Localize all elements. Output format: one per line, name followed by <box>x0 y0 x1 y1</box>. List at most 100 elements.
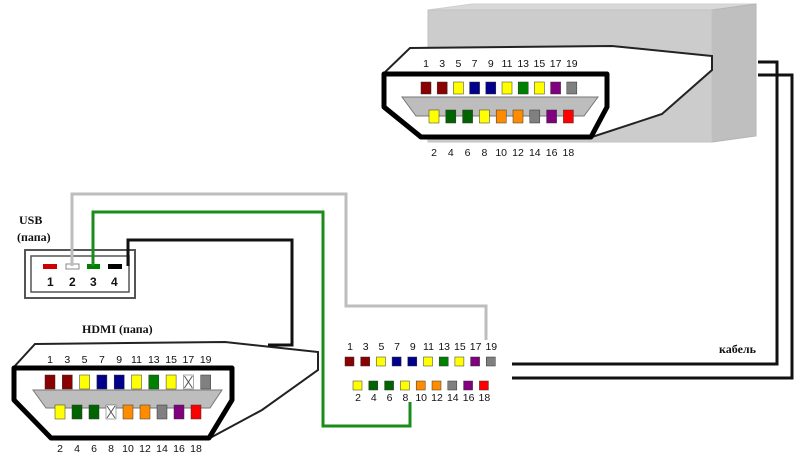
legend-bottom-pin-16 <box>463 380 473 391</box>
legend-bottom-pin-number-10: 10 <box>415 392 427 404</box>
black-wire-usb4-to-shell <box>126 238 294 347</box>
usb-pin-number-3: 3 <box>90 275 97 289</box>
right-hdmi-top-pin-number-19: 19 <box>566 58 578 70</box>
right-hdmi-bottom-pin-16 <box>546 109 557 124</box>
legend-bottom-pin-number-2: 2 <box>355 392 361 404</box>
left-hdmi-top-pin-11 <box>131 374 142 390</box>
wires <box>70 60 794 428</box>
left-hdmi-top-pin-19 <box>200 374 211 390</box>
right-hdmi-bottom-pin-4 <box>445 109 457 124</box>
usb-title: USB <box>19 213 42 227</box>
usb-pin-1 <box>43 264 57 269</box>
left-hdmi-top-pin-15 <box>165 374 177 390</box>
left-hdmi-top-pin-number-7: 7 <box>99 354 105 366</box>
legend-top-pin-5 <box>376 356 386 367</box>
left-hdmi-bottom-pin-number-6: 6 <box>91 443 97 455</box>
legend-top-pin-11 <box>423 356 433 367</box>
green-wire-usb3-to-pin8 <box>91 210 412 428</box>
legend-bottom-pin-8 <box>400 380 410 391</box>
right-hdmi-top-pin-13 <box>517 81 529 95</box>
right-hdmi-bottom-pin-number-2: 2 <box>431 147 437 159</box>
left-hdmi-bottom-pin-number-10: 10 <box>122 443 134 455</box>
legend-bottom-pin-number-6: 6 <box>387 392 393 404</box>
legend-bottom-pin-14 <box>447 380 458 391</box>
legend-top-pin-7 <box>391 356 402 367</box>
legend-bottom-pin-10 <box>415 380 426 391</box>
right-hdmi-bottom-pin-8 <box>479 109 490 124</box>
left-hdmi-bottom-pin-number-2: 2 <box>57 443 63 455</box>
legend-top-pin-number-11: 11 <box>423 341 434 353</box>
right-hdmi-top-pin-11 <box>501 81 513 95</box>
right-hdmi-top-pin-number-5: 5 <box>455 58 461 70</box>
right-hdmi-bottom-pin-number-8: 8 <box>481 147 487 159</box>
right-hdmi-bottom-pin-2 <box>428 109 440 124</box>
left-hdmi-top-pin-number-17: 17 <box>183 354 195 366</box>
right-hdmi-top-pin-17 <box>550 81 561 95</box>
legend-top-pin-13 <box>438 356 449 367</box>
left-hdmi-bottom-pin-16 <box>173 404 185 420</box>
legend-bottom-pin-6 <box>384 380 394 391</box>
legend-top-pin-number-3: 3 <box>363 341 369 353</box>
usb-connector: 1 2 3 4 <box>24 249 136 299</box>
left-hdmi-top-pin-13 <box>148 374 160 390</box>
left-hdmi-top-pin-17-unused-mark-2 <box>183 375 193 389</box>
right-hdmi-bottom-pin-number-18: 18 <box>563 147 575 159</box>
usb-connector-inner <box>30 255 130 293</box>
usb-subtitle: (папа) <box>17 230 51 244</box>
legend-bottom-pin-number-12: 12 <box>431 392 443 404</box>
legend-top-pin-number-5: 5 <box>378 341 384 353</box>
left-hdmi-top-pin-number-5: 5 <box>82 354 88 366</box>
legend-top-pin-number-7: 7 <box>394 341 400 353</box>
right-hdmi-top-pin-number-9: 9 <box>488 58 494 70</box>
left-hdmi-bottom-pin-8-unused-mark-2 <box>106 405 116 419</box>
left-hdmi-bottom-pin-4 <box>71 404 83 420</box>
left-hdmi-top-pin-number-3: 3 <box>64 354 70 366</box>
right-hdmi-bottom-pin-6 <box>462 109 473 124</box>
cable-wire-lower <box>512 73 794 380</box>
legend-top-pin-number-9: 9 <box>410 341 416 353</box>
legend-bottom-pin-18 <box>479 380 489 391</box>
right-hdmi-top-pin-5 <box>453 81 464 95</box>
left-hdmi-top-pin-7 <box>96 374 108 390</box>
left-hdmi-top-pin-number-11: 11 <box>131 354 142 366</box>
right-hdmi-top-pin-number-1: 1 <box>423 58 429 70</box>
cable-wire-upper <box>512 60 779 366</box>
legend-bottom-pin-number-18: 18 <box>479 392 491 404</box>
left-hdmi-bottom-pin-18 <box>190 404 202 420</box>
left-hdmi-top-pin-1 <box>44 374 56 390</box>
left-hdmi-bottom-pin-10 <box>122 404 134 420</box>
legend-top-pin-9 <box>407 356 418 367</box>
right-hdmi-bottom-pin-number-10: 10 <box>495 147 507 159</box>
right-hdmi-top-pin-15 <box>534 81 545 95</box>
legend-top-pin-number-19: 19 <box>485 341 497 353</box>
left-hdmi-bottom-pin-number-8: 8 <box>108 443 114 455</box>
right-hdmi-top-pin-1 <box>420 81 432 95</box>
left-connector-tongue <box>32 389 223 409</box>
legend-bottom-pin-12 <box>431 380 442 391</box>
right-connector-top-face <box>427 3 757 11</box>
right-hdmi-bottom-pin-10 <box>495 109 507 124</box>
right-hdmi-top-pin-number-15: 15 <box>534 58 546 70</box>
legend-bottom-pin-number-16: 16 <box>463 392 475 404</box>
legend-bottom-pin-number-14: 14 <box>447 392 459 404</box>
left-hdmi-top-pin-9 <box>113 374 125 390</box>
left-hdmi-top-pin-3 <box>62 374 73 390</box>
right-connector-side-face <box>711 3 757 143</box>
legend-top-pin-15 <box>454 356 465 367</box>
left-hdmi-bottom-pin-number-4: 4 <box>74 443 80 455</box>
legend-top-pin-number-17: 17 <box>470 341 482 353</box>
left-hdmi-top-pin-number-19: 19 <box>200 354 212 366</box>
legend-top-pin-number-1: 1 <box>347 341 353 353</box>
legend-top-pin-17 <box>470 356 480 367</box>
usb-pin-number-2: 2 <box>69 275 76 289</box>
left-hdmi-bottom-pin-number-12: 12 <box>139 443 151 455</box>
legend-top-pin-number-13: 13 <box>438 341 450 353</box>
hdmi-title: HDMI (папа) <box>82 322 153 336</box>
right-hdmi-top-pin-number-3: 3 <box>439 58 445 70</box>
right-hdmi-top-pin-number-7: 7 <box>472 58 478 70</box>
right-hdmi-bottom-pin-number-4: 4 <box>448 147 454 159</box>
usb-pin-number-4: 4 <box>111 275 118 289</box>
legend-top-pin-number-15: 15 <box>454 341 466 353</box>
